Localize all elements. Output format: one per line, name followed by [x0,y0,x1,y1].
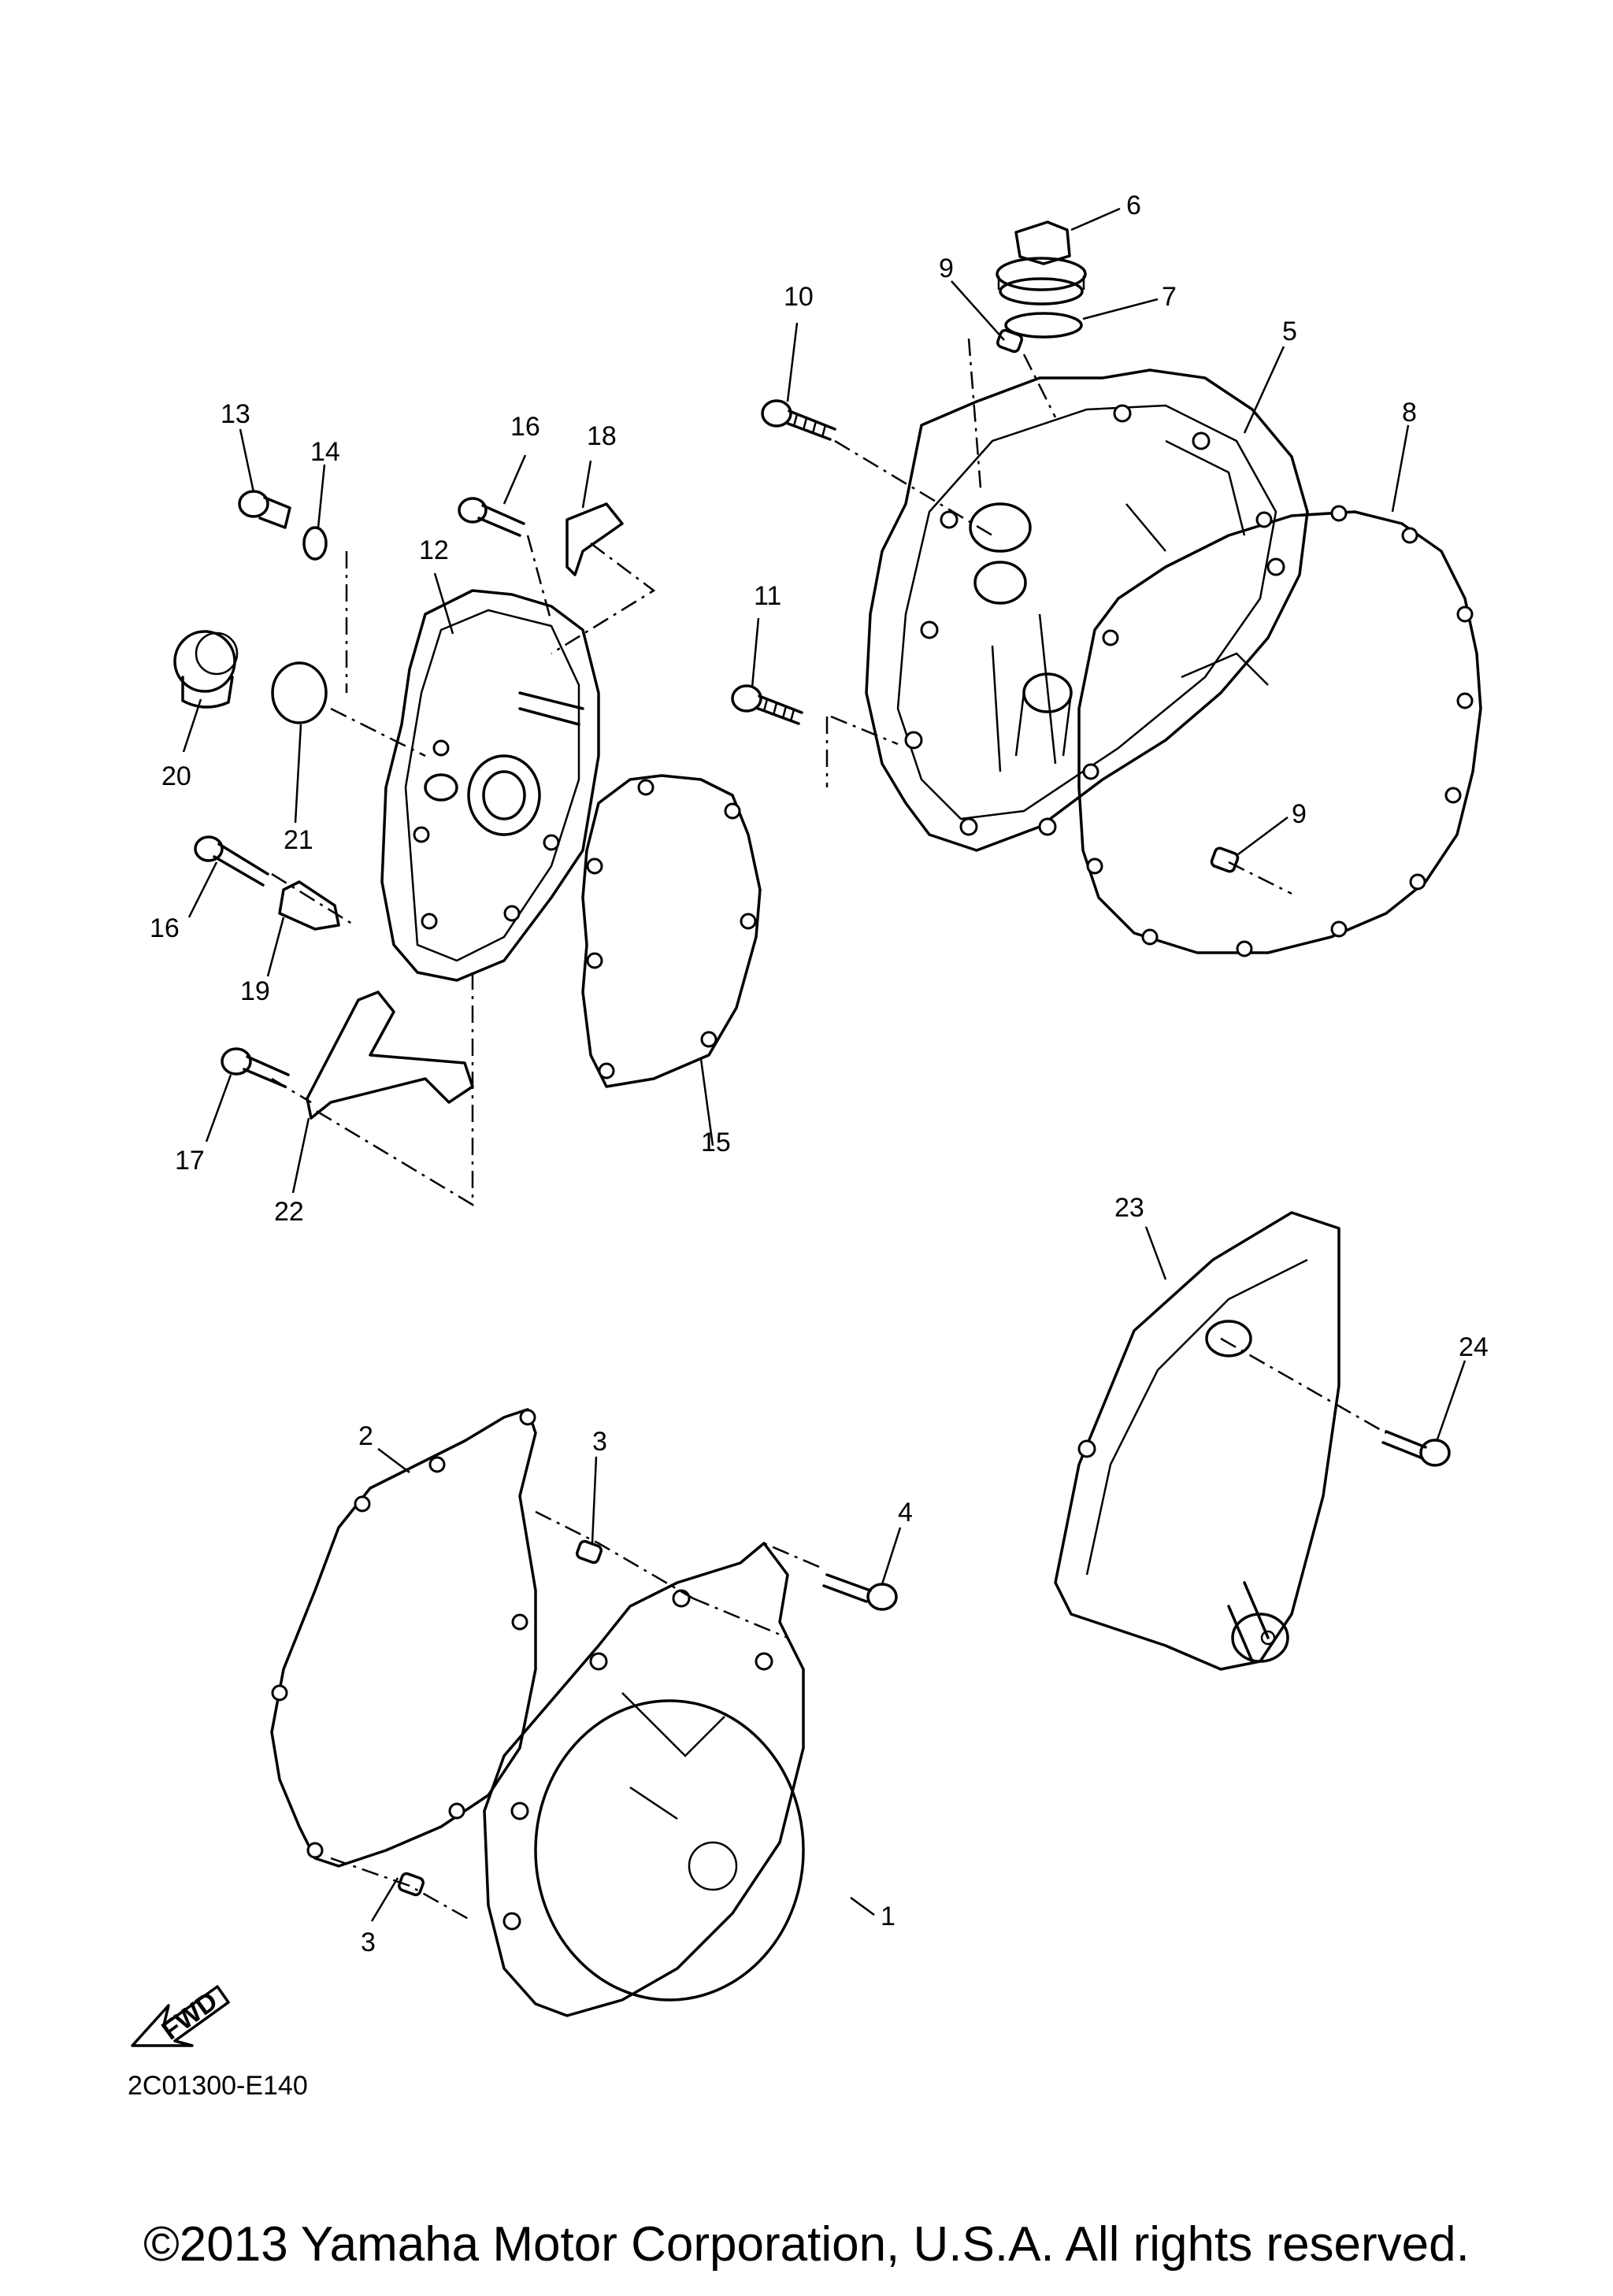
callout-20: 20 [161,761,191,791]
gasket-8-bolt-holes [1082,505,1474,957]
part-crankcase-cover [865,368,1309,852]
part-o-ring-21 [271,661,328,724]
leader-lines [182,207,1467,1922]
callout-15: 15 [701,1128,731,1157]
part-cable-guide-22 [306,991,474,1120]
callout-24: 24 [1459,1332,1489,1362]
callout-5: 5 [1282,317,1297,346]
part-washer-14 [302,526,328,561]
part-clip-18 [565,502,624,576]
part-bolt-24 [1381,1430,1451,1467]
part-bolt-10 [761,399,836,441]
part-dowel-pin-3-bottom [398,1872,425,1897]
part-plug-20 [173,630,239,709]
part-dowel-pin-9-top [996,328,1023,354]
exploded-parts-diagram: 1 2 3 3 4 5 6 7 8 9 9 10 11 12 13 14 15 … [128,191,1489,2101]
callout-12: 12 [419,535,449,565]
part-dowel-pin-3-top [576,1539,603,1565]
callout-3-top: 3 [592,1427,607,1457]
gasket-15-bolt-holes [586,779,757,1079]
fwd-arrow-icon: FWD [131,1985,230,2047]
callout-4: 4 [898,1498,913,1528]
callout-3-bottom: 3 [361,1928,376,1957]
part-bolt-13 [238,490,291,529]
part-bolt-4 [822,1573,898,1611]
svg-text:FWD: FWD [156,1986,223,2046]
part-gasket-2 [270,1408,537,1868]
part-bolt-17 [221,1047,290,1088]
callout-17: 17 [175,1146,205,1176]
part-bolt-16-left [194,835,269,887]
part-dowel-pin-9-bottom [1210,846,1240,873]
callout-16-left: 16 [150,913,180,943]
part-gasket-15 [581,774,762,1088]
callout-8: 8 [1402,398,1417,428]
callout-23: 23 [1114,1193,1144,1223]
reference-code: 2C01300-E140 [128,2071,308,2101]
part-cover-12 [380,589,600,982]
part-bracket-19 [278,880,340,931]
callout-1: 1 [881,1902,895,1931]
callout-11: 11 [754,581,781,611]
callout-18: 18 [587,421,617,451]
gasket-2-bolt-holes [271,1409,536,1859]
part-oil-filler-cap [996,220,1087,306]
callout-6: 6 [1126,191,1141,220]
part-bolt-11 [731,684,803,725]
callout-9-right: 9 [1292,799,1307,829]
callout-22: 22 [274,1197,304,1227]
callout-21: 21 [284,825,313,855]
part-gasket-8 [1077,510,1482,954]
part-o-ring-7 [1004,312,1083,339]
callout-7: 7 [1162,282,1177,312]
callout-14: 14 [310,437,340,467]
assembly-guide-lines [271,338,1387,1923]
callout-13: 13 [221,399,250,429]
part-generator-cover-1 [483,1542,805,2017]
part-bolt-16-top [458,497,525,537]
part-sprocket-cover-23 [1054,1211,1340,1671]
callout-9-top: 9 [939,254,954,283]
callout-19: 19 [240,976,270,1006]
callout-labels: 1 2 3 3 4 5 6 7 8 9 9 10 11 12 13 14 15 … [150,191,1489,1957]
copyright-notice: ©2013 Yamaha Motor Corporation, U.S.A. A… [143,2217,1470,2272]
callout-2: 2 [358,1421,373,1451]
callout-10: 10 [784,282,814,312]
callout-16-top: 16 [510,412,540,442]
